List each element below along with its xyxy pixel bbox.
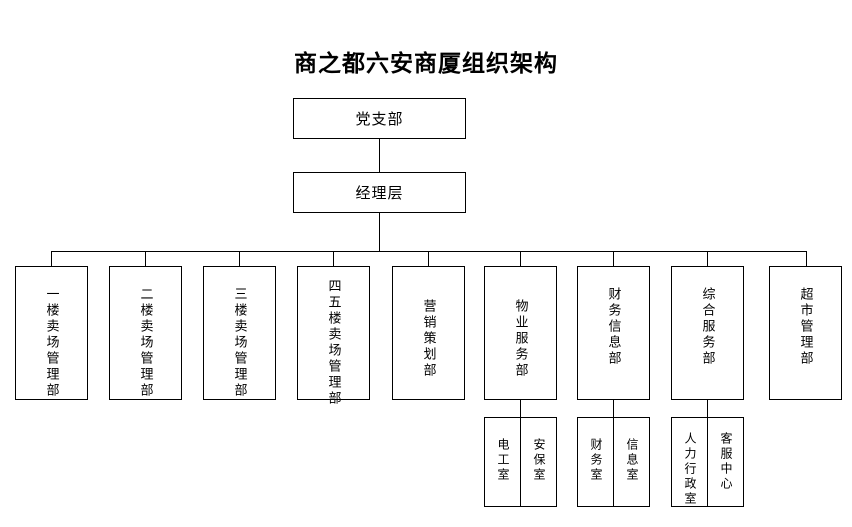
node-party-branch[interactable]: 党支部	[293, 98, 466, 139]
node-department-4-label: 四五楼卖场管理部	[326, 279, 342, 407]
node-sub-6-2[interactable]: 安保室	[520, 417, 557, 507]
node-sub-6-1-label: 电工室	[496, 438, 510, 483]
node-department-6[interactable]: 物业服务部	[484, 266, 557, 400]
node-department-3[interactable]: 三楼卖场管理部	[203, 266, 276, 400]
connector-drop-7	[613, 251, 614, 266]
node-sub-8-1-label: 人力行政室	[683, 432, 697, 507]
node-department-2[interactable]: 二楼卖场管理部	[109, 266, 182, 400]
connector-drop-3	[239, 251, 240, 266]
node-department-1[interactable]: 一楼卖场管理部	[15, 266, 88, 400]
connector-department-8-to-subs	[707, 400, 708, 417]
connector-drop-2	[145, 251, 146, 266]
connector-party-to-management	[379, 139, 380, 172]
connector-bus-horizontal	[51, 251, 807, 252]
node-department-9-label: 超市管理部	[798, 287, 814, 367]
node-sub-8-2-label: 客服中心	[719, 432, 733, 492]
connector-drop-1	[51, 251, 52, 266]
node-department-8-label: 综合服务部	[700, 287, 716, 367]
connector-management-to-bus	[379, 213, 380, 252]
node-department-3-label: 三楼卖场管理部	[232, 287, 248, 399]
node-department-7[interactable]: 财务信息部	[577, 266, 650, 400]
connector-department-7-to-subs	[613, 400, 614, 417]
connector-drop-5	[428, 251, 429, 266]
node-party-branch-label: 党支部	[355, 112, 404, 128]
node-sub-8-2[interactable]: 客服中心	[707, 417, 744, 507]
node-department-5[interactable]: 营销策划部	[392, 266, 465, 400]
node-department-1-label: 一楼卖场管理部	[44, 287, 60, 399]
connector-drop-8	[707, 251, 708, 266]
node-department-7-label: 财务信息部	[606, 287, 622, 367]
node-sub-7-2-label: 信息室	[625, 438, 639, 483]
node-sub-8-1[interactable]: 人力行政室	[671, 417, 708, 507]
node-department-4[interactable]: 四五楼卖场管理部	[297, 266, 370, 407]
node-department-5-label: 营销策划部	[421, 299, 437, 379]
connector-drop-4	[333, 251, 334, 266]
node-department-2-label: 二楼卖场管理部	[138, 287, 154, 399]
connector-drop-6	[520, 251, 521, 266]
node-sub-7-1-label: 财务室	[589, 438, 603, 483]
node-department-9[interactable]: 超市管理部	[769, 266, 842, 400]
node-sub-6-2-label: 安保室	[532, 438, 546, 483]
node-management-label: 经理层	[355, 186, 404, 202]
page-title: 商之都六安商厦组织架构	[294, 51, 558, 76]
node-department-8[interactable]: 综合服务部	[671, 266, 744, 400]
node-sub-7-2[interactable]: 信息室	[613, 417, 650, 507]
node-management[interactable]: 经理层	[293, 172, 466, 213]
connector-department-6-to-subs	[520, 400, 521, 417]
connector-drop-9	[806, 251, 807, 266]
node-department-6-label: 物业服务部	[513, 299, 529, 379]
node-sub-7-1[interactable]: 财务室	[577, 417, 614, 507]
node-sub-6-1[interactable]: 电工室	[484, 417, 521, 507]
